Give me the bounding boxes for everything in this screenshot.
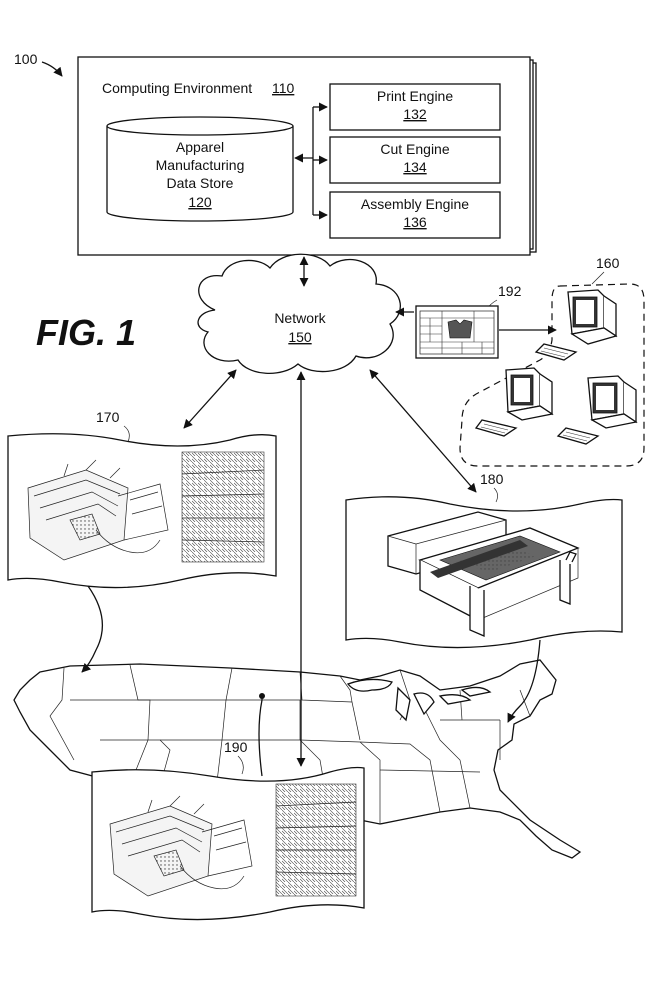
ref-180-label: 180 [480, 471, 504, 487]
leader-180-location [507, 639, 541, 723]
network-cloud: Network 150 [197, 253, 401, 375]
computer-icon [534, 289, 618, 361]
client-computers-160: 160 [459, 255, 645, 467]
computer-icon [474, 367, 554, 437]
network-ref: 150 [288, 329, 312, 345]
print-engine-label: Print Engine [377, 88, 453, 104]
ref-160-label: 160 [596, 255, 620, 271]
cutting-machine-icon [387, 511, 580, 637]
network-label: Network [274, 310, 326, 326]
location-dot-190 [259, 693, 265, 699]
ui-screen-192: 192 [415, 283, 522, 359]
assembly-engine: Assembly Engine 136 [329, 191, 501, 239]
cut-engine: Cut Engine 134 [329, 136, 501, 184]
print-engine-ref: 132 [403, 106, 427, 122]
network-180-arrow [369, 369, 477, 493]
data-store-ref: 120 [188, 194, 212, 210]
figure-title: FIG. 1 [36, 312, 136, 353]
data-store-line1: Apparel [176, 139, 224, 155]
leader-170-location [81, 585, 103, 673]
store-engine-connectors [294, 102, 328, 220]
computing-environment-label: Computing Environment [102, 80, 252, 96]
data-store-line3: Data Store [167, 175, 234, 191]
facility-image-170: 170 [7, 409, 277, 589]
assembly-engine-ref: 136 [403, 214, 427, 230]
facility-image-190: 190 [91, 739, 365, 921]
data-store: Apparel Manufacturing Data Store 120 [106, 116, 294, 222]
computing-environment-ref: 110 [272, 80, 295, 96]
ref-192-label: 192 [498, 283, 522, 299]
facility-image-180: 180 [345, 471, 623, 649]
assembly-engine-label: Assembly Engine [361, 196, 469, 212]
data-store-line2: Manufacturing [156, 157, 245, 173]
leader-190-location [258, 694, 263, 777]
ref-170-label: 170 [96, 409, 120, 425]
cut-engine-label: Cut Engine [380, 141, 449, 157]
reference-100: 100 [14, 51, 63, 77]
network-170-arrow [183, 369, 237, 429]
ref-190-label: 190 [224, 739, 248, 755]
print-engine: Print Engine 132 [329, 83, 501, 131]
ref-100-label: 100 [14, 51, 38, 67]
cut-engine-ref: 134 [403, 159, 427, 175]
computer-icon [556, 375, 638, 445]
